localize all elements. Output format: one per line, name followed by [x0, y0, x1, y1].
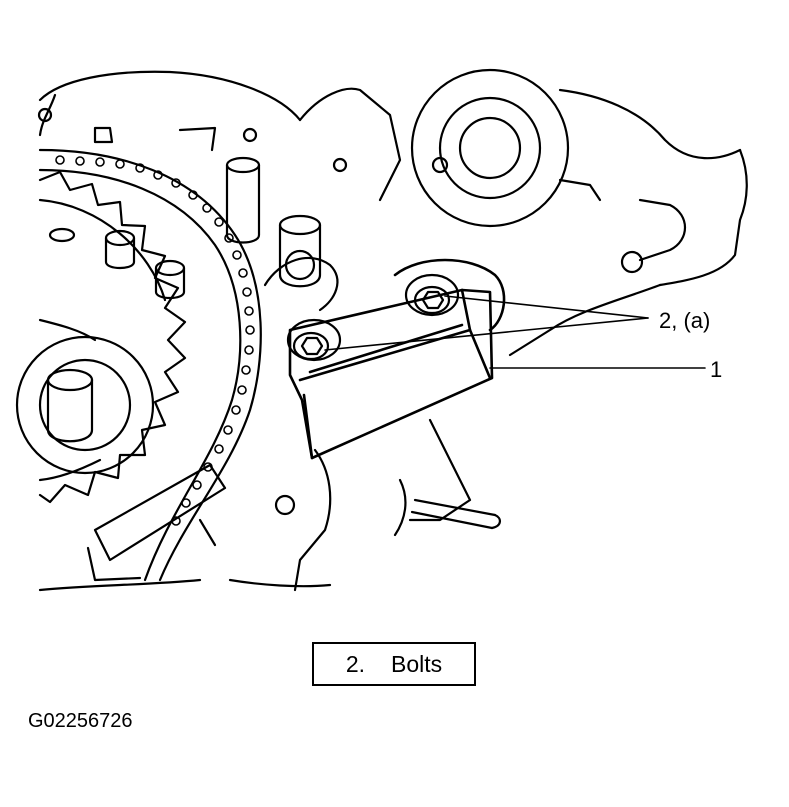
chain-tensioner [288, 258, 506, 460]
callout-label-bolts: 2, (a) [659, 308, 710, 333]
figure-id: G02256726 [28, 710, 133, 732]
legend-number: 2. [345, 650, 366, 677]
oil-pipe [410, 498, 501, 530]
engine-block-outline [37, 70, 748, 592]
legend-text: Bolts [391, 650, 443, 677]
chain-guide [86, 463, 227, 582]
callout-leader-bolts [324, 295, 649, 351]
dowel-pin-lower [278, 214, 322, 288]
camshaft-pulley [410, 68, 602, 228]
timing-chain-links [55, 155, 255, 526]
callout-label-tensioner: 1 [710, 357, 722, 382]
bolt-right [404, 273, 460, 317]
crankshaft-sprocket [15, 170, 187, 504]
bolt-left [286, 318, 342, 362]
legend-box: 2. Bolts [312, 642, 476, 686]
